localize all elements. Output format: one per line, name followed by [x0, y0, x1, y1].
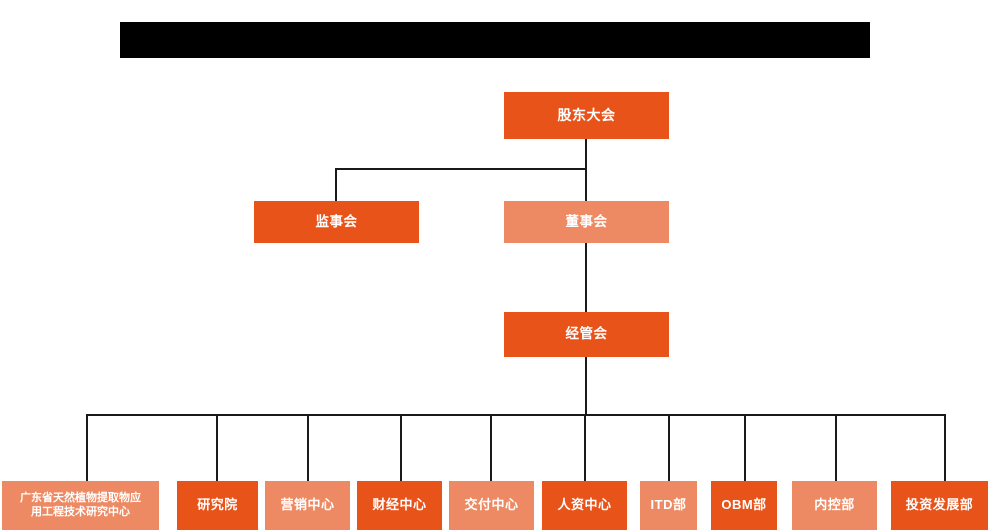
node-department-internal-control[interactable]: 内控部	[792, 481, 877, 530]
node-department-itd[interactable]: ITD部	[640, 481, 697, 530]
connector-department-drop	[944, 414, 946, 481]
node-department-marketing-center[interactable]: 营销中心	[265, 481, 350, 530]
node-label: 投资发展部	[905, 497, 974, 513]
node-label: OBM部	[721, 497, 767, 513]
node-department-investment-development[interactable]: 投资发展部	[891, 481, 988, 530]
node-department-delivery-center[interactable]: 交付中心	[449, 481, 534, 530]
node-board-of-directors[interactable]: 董事会	[504, 201, 669, 243]
connector-department-drop	[584, 414, 586, 481]
node-label: 内控部	[814, 497, 855, 513]
connector-department-drop	[744, 414, 746, 481]
node-label: 财经中心	[372, 497, 427, 513]
node-supervisory-board[interactable]: 监事会	[254, 201, 419, 243]
connector-department-drop	[668, 414, 670, 481]
node-department-finance-center[interactable]: 财经中心	[357, 481, 442, 530]
connector-department-drop	[400, 414, 402, 481]
node-label: 营销中心	[280, 497, 335, 513]
connector-directors-to-management	[585, 242, 587, 312]
node-department-hr-center[interactable]: 人资中心	[542, 481, 627, 530]
connector-level2-bus	[335, 168, 587, 170]
connector-department-drop	[307, 414, 309, 481]
node-label: 股东大会	[557, 106, 616, 123]
node-label: 经管会	[565, 326, 608, 342]
connector-directors-drop	[585, 168, 587, 201]
connector-shareholders-stem	[585, 138, 587, 170]
connector-department-drop	[86, 414, 88, 481]
node-label: 研究院	[197, 497, 238, 513]
node-department-research-institute[interactable]: 研究院	[177, 481, 258, 530]
connector-management-stem	[585, 357, 587, 415]
connector-department-drop	[490, 414, 492, 481]
connector-department-bus	[86, 414, 945, 416]
node-label: 人资中心	[557, 497, 612, 513]
redacted-title-bar	[120, 22, 870, 58]
node-label: 董事会	[565, 213, 608, 229]
node-label: ITD部	[650, 497, 687, 513]
connector-supervisory-drop	[335, 168, 337, 201]
node-label: 广东省天然植物提取物应 用工程技术研究中心	[20, 491, 141, 518]
node-management-committee[interactable]: 经管会	[504, 312, 669, 357]
connector-department-drop	[216, 414, 218, 481]
node-department-obm[interactable]: OBM部	[711, 481, 777, 530]
node-department-research-center[interactable]: 广东省天然植物提取物应 用工程技术研究中心	[2, 481, 159, 530]
connector-department-drop	[835, 414, 837, 481]
node-shareholders-meeting[interactable]: 股东大会	[504, 92, 669, 139]
node-label: 监事会	[315, 213, 358, 229]
node-label: 交付中心	[464, 497, 519, 513]
